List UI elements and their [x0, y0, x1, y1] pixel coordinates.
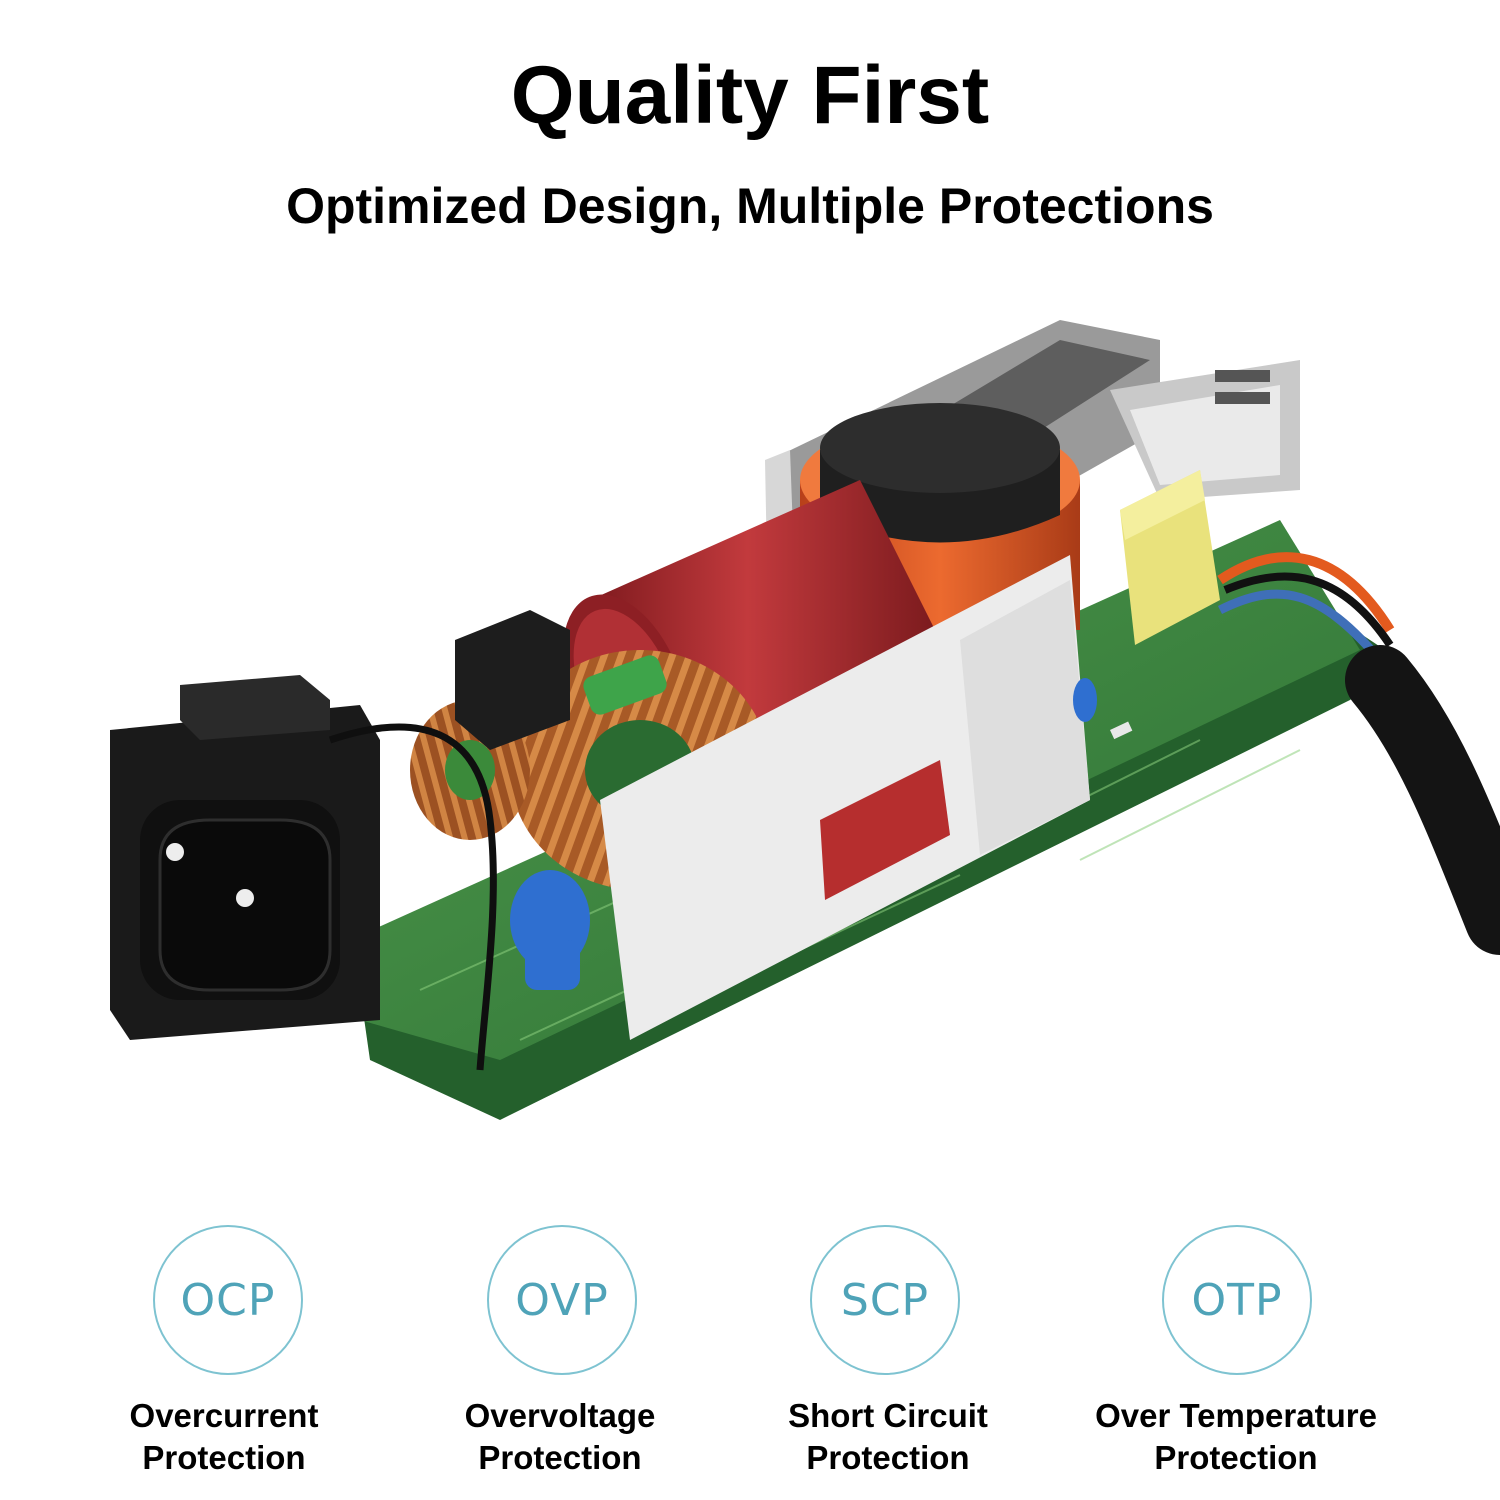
caption-ovp-line2: Protection [478, 1439, 642, 1476]
badge-otp-label: OTP [1191, 1274, 1283, 1326]
badge-ovp-label: OVP [515, 1274, 609, 1326]
power-supply-pcb-illustration [110, 320, 1500, 1120]
output-cable [1217, 552, 1500, 955]
page-subtitle: Optimized Design, Multiple Protections [286, 178, 1214, 234]
badge-otp: OTP [1162, 1225, 1312, 1375]
ceramic-capacitor [510, 678, 1097, 990]
line-filter-block [455, 610, 570, 750]
caption-ocp-line2: Protection [142, 1439, 306, 1476]
caption-ovp-line1: Overvoltage [464, 1397, 656, 1434]
caption-scp-line2: Protection [806, 1439, 970, 1476]
badge-scp-label: SCP [840, 1274, 930, 1326]
caption-scp-line1: Short Circuit [788, 1397, 988, 1434]
caption-otp: Over Temperature Protection [1056, 1395, 1416, 1479]
caption-otp-line2: Protection [1154, 1439, 1318, 1476]
badge-ocp-label: OCP [180, 1274, 276, 1326]
badge-ocp: OCP [153, 1225, 303, 1375]
caption-ocp: Overcurrent Protection [44, 1395, 404, 1479]
ac-inlet-socket-icon [110, 675, 380, 1040]
page-title: Quality First [510, 50, 990, 141]
caption-scp: Short Circuit Protection [708, 1395, 1068, 1479]
caption-ovp: Overvoltage Protection [380, 1395, 740, 1479]
badge-ovp: OVP [487, 1225, 637, 1375]
badge-scp: SCP [810, 1225, 960, 1375]
y-capacitor [1120, 470, 1220, 645]
caption-otp-line1: Over Temperature [1095, 1397, 1377, 1434]
ground-wire [328, 723, 497, 1071]
usb-port-icon [1110, 360, 1300, 500]
insulator-sheet [600, 555, 1090, 1040]
caption-ocp-line1: Overcurrent [129, 1397, 319, 1434]
